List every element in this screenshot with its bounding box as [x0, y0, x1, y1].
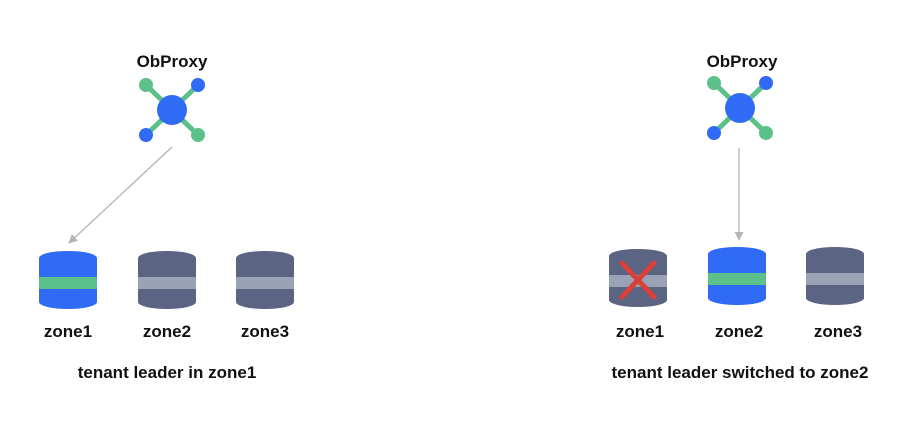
proxy-node-bottom-left	[139, 128, 153, 142]
proxy-title: ObProxy	[706, 52, 778, 71]
proxy-node-bottom-left	[707, 126, 721, 140]
proxy-node-bottom-right	[759, 126, 773, 140]
zone-label: zone1	[43, 322, 93, 341]
proxy-node-top-left	[139, 78, 153, 92]
panel-caption: tenant leader in zone1	[77, 363, 257, 382]
panel-right	[609, 76, 864, 307]
proxy-node-top-right	[191, 78, 205, 92]
proxy-center-node	[725, 93, 755, 123]
zone-label: zone2	[714, 322, 764, 341]
panel-left	[39, 78, 294, 309]
database-icon-zone2	[138, 251, 196, 309]
obproxy-icon	[707, 76, 773, 140]
proxy-title: ObProxy	[136, 52, 208, 71]
zone-label: zone3	[813, 322, 863, 341]
failure-x-icon	[619, 260, 657, 300]
proxy-node-top-left	[707, 76, 721, 90]
zone-label: zone3	[240, 322, 290, 341]
route-arrow	[68, 146, 173, 244]
database-icon-zone1	[39, 251, 97, 309]
database-icon-zone3	[236, 251, 294, 309]
database-icon-zone2	[708, 247, 766, 305]
proxy-node-bottom-right	[191, 128, 205, 142]
proxy-node-top-right	[759, 76, 773, 90]
zone-label: zone1	[615, 322, 665, 341]
obproxy-icon	[139, 78, 205, 142]
panel-caption: tenant leader switched to zone2	[611, 363, 869, 382]
zone-label: zone2	[142, 322, 192, 341]
proxy-center-node	[157, 95, 187, 125]
database-icon-zone3	[806, 247, 864, 305]
